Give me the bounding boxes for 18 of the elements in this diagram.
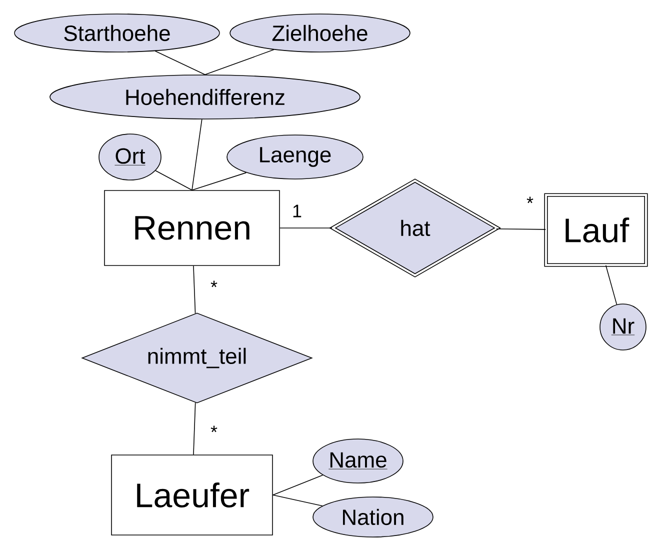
cardinality-label: * <box>526 196 534 210</box>
cardinality-label: 1 <box>291 204 303 218</box>
connector-line <box>272 494 323 506</box>
connector-line <box>154 50 206 75</box>
cardinality-label: * <box>210 424 218 440</box>
connector-line <box>192 172 247 190</box>
connector-line <box>204 49 274 75</box>
entity-box: Rennen <box>104 190 280 266</box>
connector-line <box>272 474 324 496</box>
cardinality-label: * <box>210 280 218 294</box>
connector-line <box>496 228 546 230</box>
connector-line <box>155 170 192 190</box>
connector-line <box>193 402 196 455</box>
connector-line <box>192 119 202 190</box>
weak-entity-box: Lauf <box>544 193 648 267</box>
connector-line <box>193 266 196 314</box>
connector-line <box>605 265 618 305</box>
entity-box: Laeufer <box>111 454 273 536</box>
